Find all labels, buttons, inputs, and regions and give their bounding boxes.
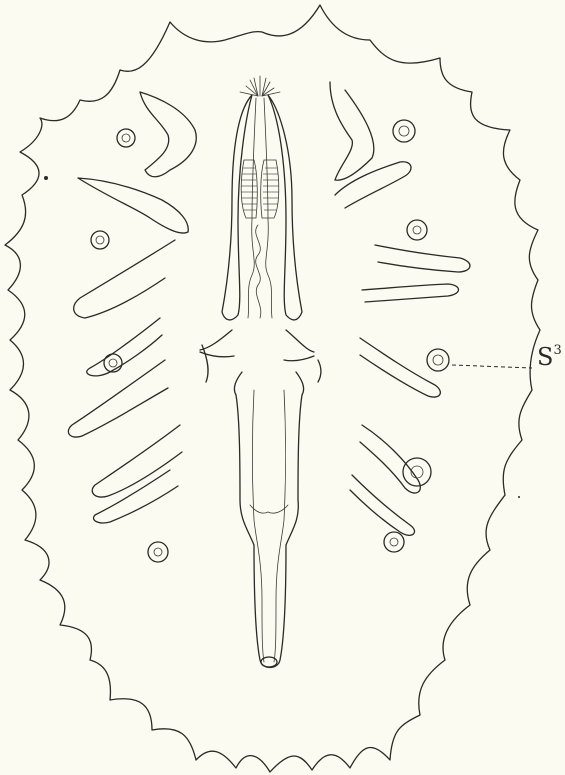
rosette-left-2 [91,231,109,249]
pharynx-lower-groove-left [253,390,265,662]
tentacle-tuft [240,76,280,96]
rosette-left-4 [148,542,168,562]
process-left-3 [74,240,175,318]
rosette-right-1 [393,120,415,142]
process-right-7 [350,475,415,535]
pharynx-upper-right [268,95,302,320]
label-s3-sup: 3 [553,343,561,358]
process-right-5 [360,338,440,397]
leader-line-s3 [452,365,532,368]
process-left-4 [87,318,162,376]
pharynx-lower [234,372,303,668]
pharynx-groove-right [264,98,272,318]
rosette-left-3 [104,354,122,372]
process-left-6 [92,425,182,497]
speck [44,176,48,180]
rosette-right-2 [407,220,427,240]
wavy-canal [256,225,261,318]
process-left-2 [78,178,188,233]
pharynx-upper [222,95,252,320]
rosette-left-1 [117,129,135,147]
rosette-right-4 [403,458,431,486]
hatched-gland-right [261,160,279,218]
process-right-1 [330,82,374,180]
rosette-right-5 [384,532,404,552]
process-right-4 [362,284,459,302]
process-right-3 [375,245,470,272]
pharynx-lower-notch [250,505,288,513]
cross-process-right [284,330,314,361]
cross-tip-right [318,360,321,382]
terminal-pore [261,657,277,667]
process-right-2 [335,162,411,208]
hatched-gland-left [241,160,257,218]
rosette-right-3 [427,349,449,371]
cross-tip-left [202,345,208,382]
pharynx-groove-left [248,98,256,318]
process-left-5 [68,360,168,437]
speck [518,496,520,498]
label-s3-main: S [537,343,553,371]
process-left-1 [140,92,196,177]
label-s3: S3 [537,345,562,369]
